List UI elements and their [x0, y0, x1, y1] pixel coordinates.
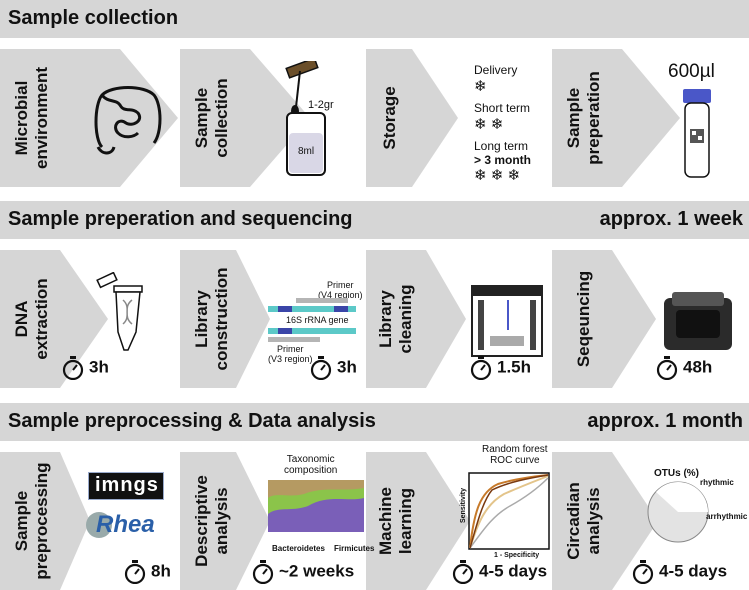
- rhea-logo: Rhea: [86, 510, 166, 540]
- section-title: Sample preprocessing & Data analysis: [8, 410, 376, 432]
- storage-delivery-label: Delivery: [474, 63, 518, 77]
- gene-region-marker: [278, 328, 292, 334]
- duration-descriptive-analysis: ~2 weeks: [252, 560, 354, 585]
- gene-bar: [268, 306, 356, 312]
- gene-label: 16S rRNA gene: [286, 315, 349, 325]
- intestine-icon: [94, 86, 162, 155]
- snowflake-icon: ❄: [474, 78, 487, 95]
- storage-short-label: Short term: [474, 101, 531, 115]
- amount-label: 1-2gr: [308, 99, 334, 111]
- sequencer-icon: [664, 292, 732, 350]
- rhea-circle-icon: [86, 512, 112, 538]
- snowflake-icon: ❄ ❄ ❄: [474, 167, 521, 184]
- step-arrow-sample-collection: [180, 49, 358, 187]
- row-sequencing: DNA extraction Library construction Libr…: [0, 250, 749, 388]
- duration-library-construction: 3h: [310, 356, 357, 381]
- duration-sequencing: 48h: [656, 356, 712, 381]
- storage-long-label: Long term: [474, 139, 529, 153]
- liquid-handler-icon: [471, 285, 543, 357]
- sample-vial-icon: [683, 89, 711, 178]
- primer-v4-label: Primer (V4 region): [318, 280, 363, 300]
- step-arrow-descriptive-analysis: [180, 452, 358, 590]
- step-arrow-sample-preprocessing: [0, 452, 178, 590]
- storage-long-detail: > 3 month: [474, 153, 532, 167]
- section-header-analysis: Sample preprocessing & Data analysis app…: [0, 403, 749, 441]
- stopwatch-icon: [310, 356, 332, 381]
- imngs-logo: imngs: [88, 472, 164, 500]
- step-label-sample-preparation: Sample preperation: [564, 71, 603, 165]
- row-analysis: Sample preprocessing Descriptive analysi…: [0, 444, 749, 590]
- step-arrow-library-cleaning: [366, 250, 544, 388]
- dna-tube-icon: [96, 272, 143, 351]
- roc-curve-chart: [468, 472, 550, 550]
- arrhythmic-label: arrhythmic: [706, 512, 748, 521]
- stopwatch-icon: [124, 560, 146, 585]
- roc-title: Random forest ROC curve: [482, 444, 548, 466]
- rhythmic-label: rhythmic: [700, 478, 734, 487]
- snowflake-icon: ❄ ❄: [474, 116, 504, 133]
- step-arrow-library-construction: [180, 250, 358, 388]
- step-arrow-dna-extraction: [0, 250, 178, 388]
- stopwatch-icon: [656, 356, 678, 381]
- volume-label: 600µl: [668, 61, 715, 82]
- otu-pie-chart: [647, 481, 709, 543]
- step-label-sample-collection: Sample collection: [192, 78, 231, 158]
- row-collection: Microbial environment Sample collection …: [0, 49, 749, 187]
- taxonomy-title: Taxonomic composition: [284, 454, 338, 476]
- otu-title: OTUs (%): [654, 468, 699, 479]
- gene-bar: [268, 328, 356, 334]
- step-label-library-construction: Library construction: [192, 267, 231, 371]
- gene-region-marker: [334, 306, 348, 312]
- section-duration: approx. 1 month: [587, 410, 743, 432]
- step-label-sequencing: Seqeuncing: [574, 270, 593, 368]
- step-arrow-machine-learning: [366, 452, 544, 590]
- step-label-circadian-analysis: Circadian analysis: [564, 482, 603, 560]
- taxonomy-chart: [268, 480, 364, 532]
- bacteroidetes-label: Bacteroidetes: [272, 544, 325, 553]
- step-arrow-microbial-environment: [0, 49, 178, 187]
- duration-dna-extraction: 3h: [62, 356, 109, 381]
- step-label-library-cleaning: Library cleaning: [376, 284, 415, 354]
- step-arrow-storage: [366, 49, 544, 187]
- section-title: Sample preperation and sequencing: [8, 208, 353, 230]
- step-label-descriptive-analysis: Descriptive analysis: [192, 475, 231, 567]
- duration-machine-learning: 4-5 days: [452, 560, 547, 585]
- firmicutes-label: Firmicutes: [334, 544, 375, 553]
- roc-x-label: 1 - Specificity: [494, 552, 540, 559]
- step-arrow-circadian-analysis: [552, 452, 730, 590]
- duration-circadian-analysis: 4-5 days: [632, 560, 727, 585]
- primer-v4-bar: [296, 298, 348, 303]
- section-header-sequencing: Sample preperation and sequencing approx…: [0, 201, 749, 239]
- section-duration: approx. 1 week: [599, 208, 743, 230]
- duration-library-cleaning: 1.5h: [470, 356, 531, 381]
- step-label-dna-extraction: DNA extraction: [12, 278, 51, 360]
- section-title: Sample collection: [8, 7, 179, 29]
- gene-region-marker: [278, 306, 292, 312]
- tube-volume-label: 8ml: [298, 146, 315, 157]
- step-arrow-sample-preparation: [552, 49, 730, 187]
- stopwatch-icon: [632, 560, 654, 585]
- stopwatch-icon: [452, 560, 474, 585]
- primer-v3-bar: [268, 337, 320, 342]
- stopwatch-icon: [252, 560, 274, 585]
- roc-y-label: Sensitivity: [460, 487, 468, 524]
- stopwatch-icon: [470, 356, 492, 381]
- step-label-storage: Storage: [380, 86, 399, 150]
- step-label-machine-learning: Machine learning: [376, 486, 415, 556]
- section-header-collection: Sample collection: [0, 0, 749, 38]
- step-label-microbial-environment: Microbial environment: [12, 66, 51, 170]
- stopwatch-icon: [62, 356, 84, 381]
- sample-tube-icon: [286, 112, 326, 176]
- primer-v3-label: Primer (V3 region): [268, 344, 313, 364]
- step-arrow-sequencing: [552, 250, 730, 388]
- step-label-sample-preprocessing: Sample preprocessing: [12, 462, 51, 580]
- duration-sample-preprocessing: 8h: [124, 560, 171, 585]
